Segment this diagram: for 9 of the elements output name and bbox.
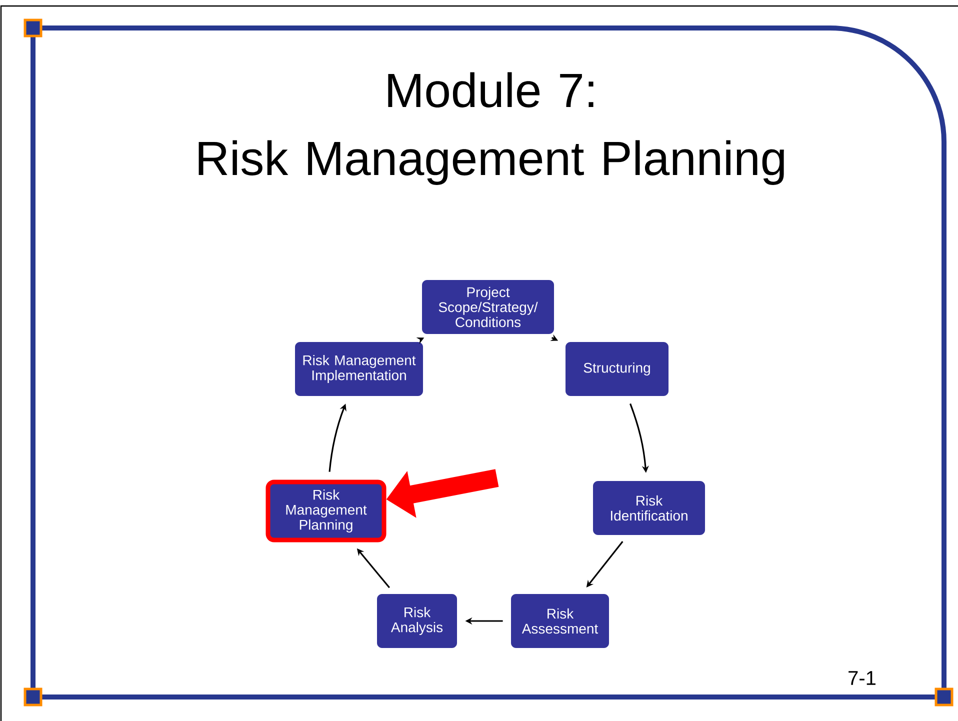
process-box: Risk Management Implementation [295,342,423,396]
process-box: Risk Assessment [511,594,609,648]
page-number: 7-1 [848,671,876,685]
highlighted-process-box: Risk Management Planning [266,480,386,542]
process-box: Risk Identification [593,481,705,535]
slide-title: Module 7: Risk Management Planning [198,72,784,185]
process-box: Risk Analysis [377,594,457,648]
process-box: Project Scope/Strategy/ Conditions [422,280,554,334]
process-box: Structuring [566,342,668,396]
